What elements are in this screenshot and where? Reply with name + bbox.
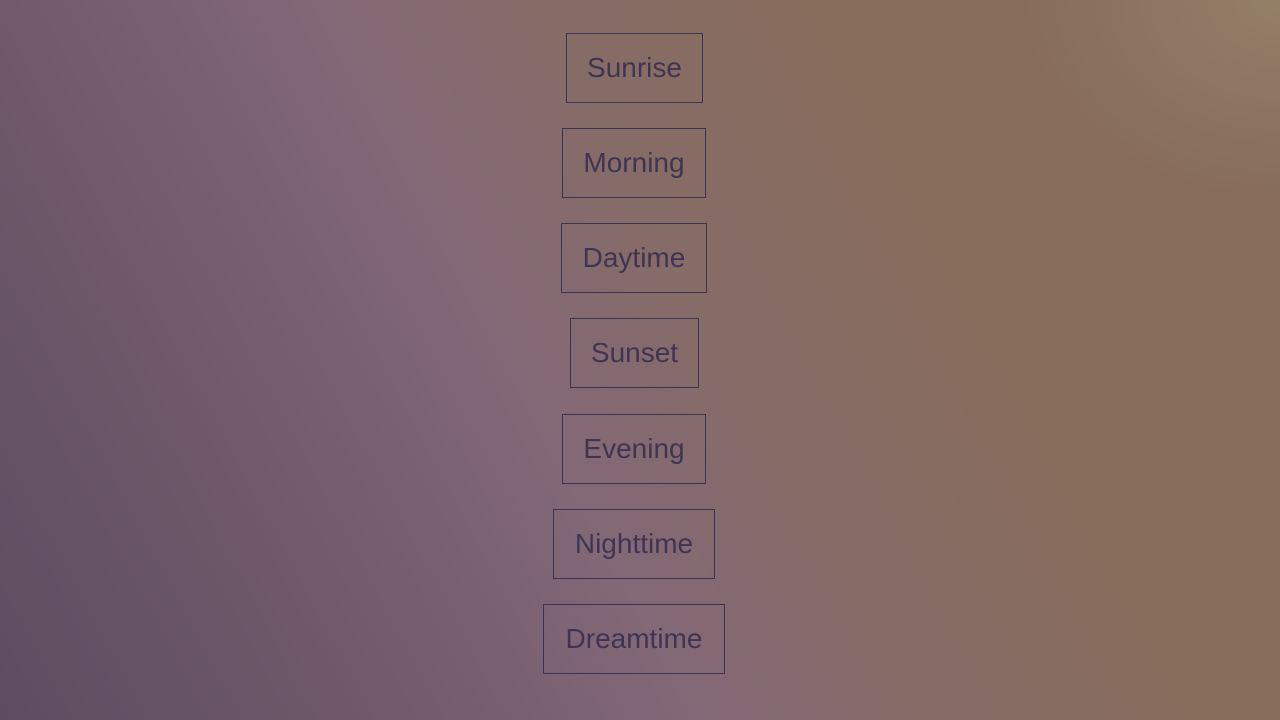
sunrise-button[interactable]: Sunrise — [566, 33, 703, 103]
dreamtime-button-label: Dreamtime — [565, 623, 703, 654]
sunset-button-label: Sunset — [590, 337, 679, 368]
sunset-button[interactable]: Sunset — [570, 318, 699, 388]
evening-button[interactable]: Evening — [562, 414, 706, 484]
morning-button[interactable]: Morning — [562, 128, 706, 198]
sunrise-button-label: Sunrise — [587, 52, 682, 83]
daytime-button[interactable]: Daytime — [561, 223, 707, 293]
dreamtime-button[interactable]: Dreamtime — [543, 604, 725, 674]
evening-button-label: Evening — [583, 433, 685, 464]
nighttime-button[interactable]: Nighttime — [553, 509, 715, 579]
daytime-button-label: Daytime — [582, 242, 686, 273]
nighttime-button-label: Nighttime — [574, 528, 694, 559]
morning-button-label: Morning — [583, 147, 685, 178]
